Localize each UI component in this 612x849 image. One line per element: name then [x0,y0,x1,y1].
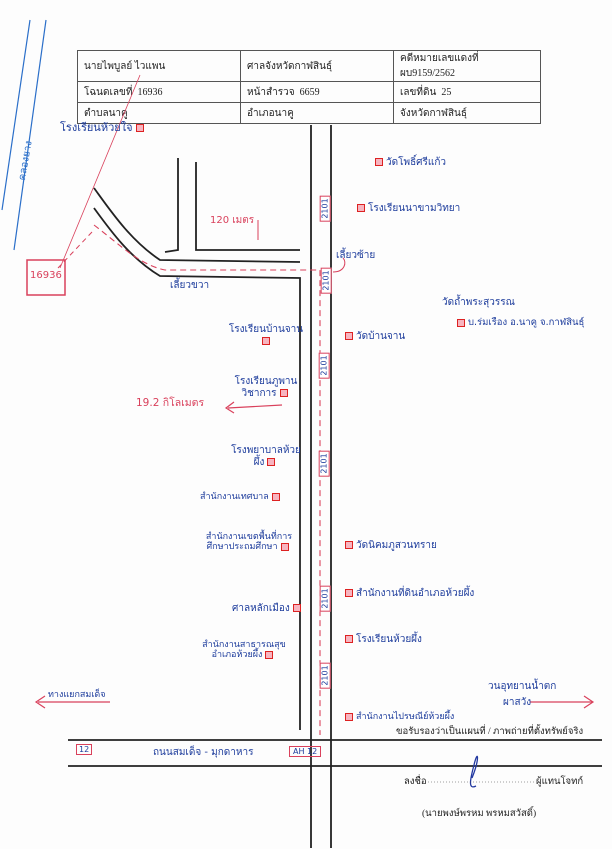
case-info-table: นายไพบูลย์ ไวแพน ศาลจังหวัดกาฬสินธุ์ คดี… [77,50,541,124]
road-badge-6: 2101 [319,662,331,689]
road-badge-4: 2101 [318,450,330,477]
right-direction-label-1: วนอุทยานน้ำตก [488,681,557,692]
road-badge-5: 2101 [319,585,331,612]
sign-name: (นายพงษ์พรหม พรหมสวัสดิ์) [422,809,537,819]
pin-icon [279,388,288,397]
side-road-2 [195,162,300,251]
pin-icon [280,542,289,551]
highway-name: ถนนสมเด็จ - มุกดาหาร [153,747,254,758]
leader-line [59,74,141,269]
pin-icon [265,650,274,659]
pin-icon [357,204,365,212]
route-dashed [93,224,321,735]
route-to-parcel [57,231,93,269]
landmark-right-4: วัดนิคมภูสวนทราย [342,540,437,552]
pin-icon [271,492,280,501]
pin-icon [292,604,301,612]
landmark-left-3: โรงพยาบาลห้วยผึ้ง [231,445,301,468]
distance-120m: 120 เมตร [210,215,255,226]
parcel-box [26,259,66,296]
landmark-left-4: สำนักงานเทศบาล [200,492,283,502]
landmark-right-5: สำนักงานที่ดินอำเภอห้วยผึ้ง [342,588,474,600]
pin-icon [345,332,353,340]
sign-label: ลงชื่อ [404,777,427,787]
highway-badge: 12 [76,744,93,756]
pin-icon [457,318,465,327]
access-road-bottom [93,207,301,730]
temple-right-title: วัดถ้ำพระสุวรรณ [442,297,515,308]
certify-line: ขอรับรองว่าเป็นแผนที่ / ภาพถ่ายที่ตั้งทร… [396,727,584,737]
highway-ah-badge: AH 12 [289,746,322,758]
distance-arrow [227,404,283,409]
access-road-top [93,187,301,263]
sign-role: ผู้แทนโจทก์ [536,777,584,787]
landmark-right-7: สำนักงานไปรษณีย์ห้วยผึ้ง [342,712,454,722]
temple-right-sub: บ.ร่มเรือง อ.นาคู จ.กาฬสินธุ์ [454,317,584,329]
landmark-right-1: วัดโพธิ์ศรีแก้ว [372,157,446,169]
landmark-left-5: สำนักงานเขตพื้นที่การศึกษาประถมศึกษา [205,532,293,553]
distance-19km: 19.2 กิโลเมตร [136,397,205,409]
turn-right-label: เลี้ยวขวา [170,280,210,291]
road-badge-3: 2101 [318,352,330,379]
survey-label: หน้าสำรวจ [247,86,295,98]
road-badge-1: 2101 [319,195,331,222]
road-badge-2: 2101 [320,267,332,294]
landmark-left-1: โรงเรียนบ้านจาน [226,324,306,347]
deed-label: โฉนดเลขที่ [84,86,133,98]
right-direction-label-2: ผาสวัง [503,697,532,708]
left-direction-label: ทางแยกสมเด็จ [48,690,106,700]
turn-left-label: เลี้ยวซ้าย [336,250,376,261]
pin-icon [262,336,270,345]
survey-number: 6659 [299,86,320,98]
pin-icon [345,541,353,549]
pin-icon [345,712,353,721]
landmark-left-6: ศาลหลักเมือง [232,603,304,615]
land-cell: เลขที่ดิน 25 [393,81,541,103]
landmark-right-3: วัดบ้านจาน [342,331,405,343]
school-top-left: โรงเรียนห้วยใจ [60,121,147,135]
side-road-1 [164,158,179,253]
pin-icon [375,158,383,166]
parcel-label: 16936 [30,270,62,281]
landmark-left-2: โรงเรียนภูพานวิชาการ [234,376,298,399]
canal-line-1 [1,19,31,211]
land-label: เลขที่ดิน [400,86,437,98]
deed-number: 16936 [137,86,163,98]
pin-icon [345,635,353,643]
pin-icon [267,457,276,466]
land-number: 25 [441,86,452,98]
province: จังหวัดกาฬสินธุ์ [393,102,541,124]
pin-icon [135,124,144,132]
canal-line-2 [13,19,47,251]
pin-icon [345,589,353,597]
landmark-left-7: สำนักงานสาธารณสุขอำเภอห้วยผึ้ง [202,640,286,661]
signature-scribble [469,755,479,788]
landmark-right-2: โรงเรียนนาขามวิทยา [354,203,460,215]
subdistrict: ตำบลนาคู [77,102,241,124]
landmark-right-6: โรงเรียนห้วยผึ้ง [342,634,422,646]
